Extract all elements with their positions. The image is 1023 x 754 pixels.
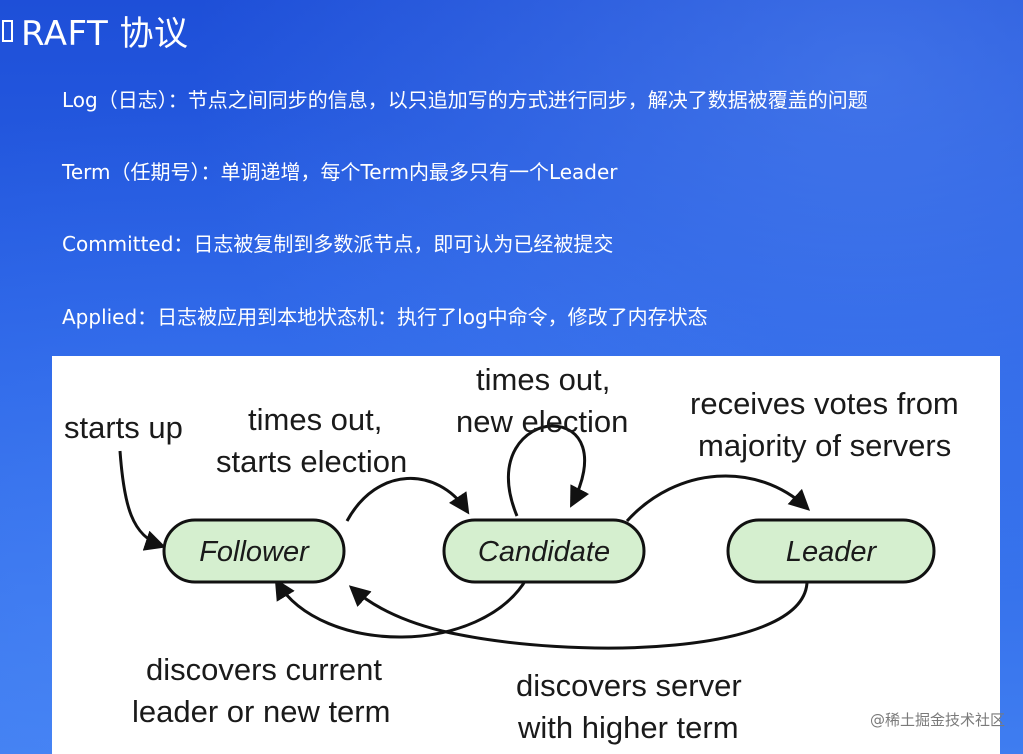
follower-state — [162, 518, 346, 584]
title-bullet-icon — [2, 19, 13, 42]
candidate-label: Candidate — [478, 536, 610, 568]
candidate-state — [442, 518, 646, 584]
page-title-text: RAFT 协议 — [21, 14, 189, 54]
page-title: RAFT 协议 — [0, 6, 189, 55]
times-out-label-1: times out, — [248, 402, 382, 437]
follower-label: Follower — [199, 536, 310, 568]
state-diagram-svg: Follower Candidate Leader starts up time… — [64, 362, 959, 745]
definition-committed: Committed：日志被复制到多数派节点，即可认为已经被提交 — [62, 232, 614, 256]
starts-up-label: starts up — [64, 410, 183, 445]
definition-term: Term（任期号）：单调递增，每个Term内最多只有一个Leader — [62, 160, 618, 184]
receives-votes-label: receives votes from — [690, 386, 959, 421]
leader-or-new-term-label: leader or new term — [132, 694, 390, 729]
follower-to-candidate-arrow — [345, 477, 470, 522]
discovers-current-label: discovers current — [146, 652, 382, 687]
starts-election-label: starts election — [216, 444, 407, 479]
discovers-server-label: discovers server — [516, 668, 742, 703]
leader-to-follower-arrow — [348, 577, 809, 650]
majority-label: majority of servers — [698, 428, 951, 463]
leader-label: Leader — [786, 536, 878, 568]
site-watermark: @稀土掘金技术社区 — [869, 711, 1005, 729]
candidate-to-follower-arrow — [274, 577, 529, 639]
starts-up-arrow — [118, 450, 166, 551]
times-out-label-2: times out, — [476, 362, 610, 397]
candidate-to-leader-arrow — [625, 474, 811, 523]
candidate-self-loop-arrow — [506, 424, 590, 517]
definition-applied: Applied：日志被应用到本地状态机：执行了log中命令，修改了内存状态 — [62, 305, 708, 329]
leader-state — [726, 518, 936, 584]
definition-log: Log（日志）：节点之间同步的信息，以只追加写的方式进行同步，解决了数据被覆盖的… — [62, 88, 868, 112]
with-higher-term-label: with higher term — [517, 710, 739, 745]
raft-state-diagram: Follower Candidate Leader starts up time… — [52, 356, 1000, 754]
new-election-label: new election — [456, 404, 628, 439]
